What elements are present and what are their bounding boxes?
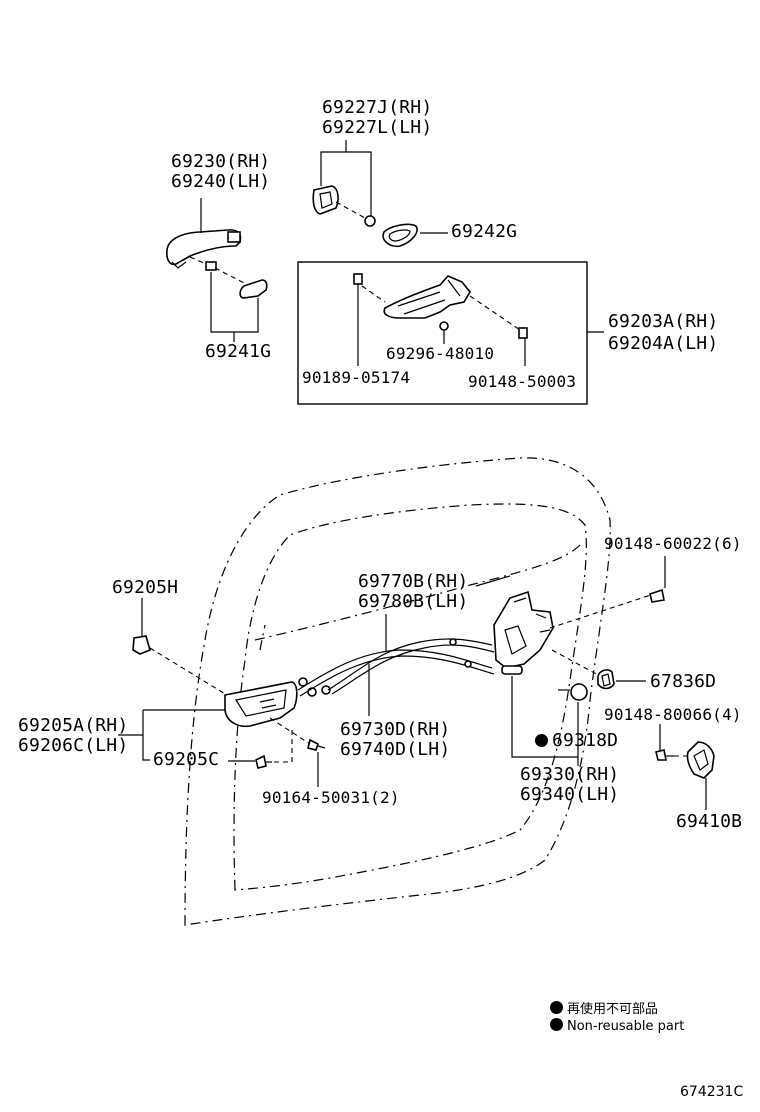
label-90148-80066: 90148-80066(4) <box>604 705 742 724</box>
label-69730-rh: 69730D(RH) <box>340 719 451 740</box>
plug-69318D <box>570 683 588 701</box>
label-69203-lh: 69204A(LH) <box>608 333 719 354</box>
label-90148-60022: 90148-60022(6) <box>604 534 742 553</box>
label-69296: 69296-48010 <box>386 344 495 363</box>
label-69410B: 69410B <box>676 811 743 832</box>
legend-en-text: Non-reusable part <box>567 1019 685 1034</box>
door-lock <box>493 590 661 766</box>
label-69205A-rh: 69205A(RH) <box>18 715 129 736</box>
grommet-67836D <box>597 669 646 690</box>
label-90189: 90189-05174 <box>302 368 411 387</box>
clip-69205H <box>132 598 236 701</box>
label-69770-lh: 69780B(LH) <box>358 591 469 612</box>
handle-cap-69227 <box>312 140 376 227</box>
non-reusable-dot-icon <box>535 734 548 747</box>
legend-jp: 再使用不可部品 <box>550 998 658 1017</box>
cables <box>297 575 511 716</box>
screw-69205C <box>228 726 293 769</box>
striker-69410B <box>655 724 715 810</box>
label-69227-lh: 69227L(LH) <box>322 117 433 138</box>
non-reusable-dot-icon <box>550 1018 563 1031</box>
label-67836D: 67836D <box>650 671 717 692</box>
label-69205C: 69205C <box>153 749 220 770</box>
label-69241G: 69241G <box>205 341 272 362</box>
label-69330-lh: 69340(LH) <box>520 784 620 805</box>
frame-box <box>297 261 588 405</box>
figure-id: 674231C <box>680 1084 744 1100</box>
label-90164: 90164-50031(2) <box>262 788 400 807</box>
label-69230-rh: 69230(RH) <box>171 151 271 172</box>
label-69205H: 69205H <box>112 577 179 598</box>
bolt-90164 <box>269 717 326 787</box>
label-69203-rh: 69203A(RH) <box>608 311 719 332</box>
label-69330-rh: 69330(RH) <box>520 764 620 785</box>
label-69318D: 69318D <box>535 731 618 751</box>
non-reusable-dot-icon <box>550 1001 563 1014</box>
gasket-69242G <box>382 223 448 248</box>
label-69242G: 69242G <box>451 221 518 242</box>
inside-handle <box>118 677 331 761</box>
door-outline <box>184 457 611 926</box>
label-90148-50003: 90148-50003 <box>468 372 577 391</box>
label-69730-lh: 69740D(LH) <box>340 739 451 760</box>
label-69770-rh: 69770B(RH) <box>358 571 469 592</box>
label-69230-lh: 69240(LH) <box>171 171 271 192</box>
handle-pad-69241G <box>189 256 268 342</box>
handle-frame-69203 <box>353 273 528 366</box>
outside-handle <box>166 198 242 269</box>
label-69227-rh: 69227J(RH) <box>322 97 433 118</box>
legend-en: Non-reusable part <box>550 1018 684 1034</box>
legend-jp-text: 再使用不可部品 <box>567 1002 659 1017</box>
label-69205A-lh: 69206C(LH) <box>18 735 129 756</box>
bolt-90148-60022 <box>649 556 666 603</box>
label-69318D-text: 69318D <box>552 730 619 751</box>
